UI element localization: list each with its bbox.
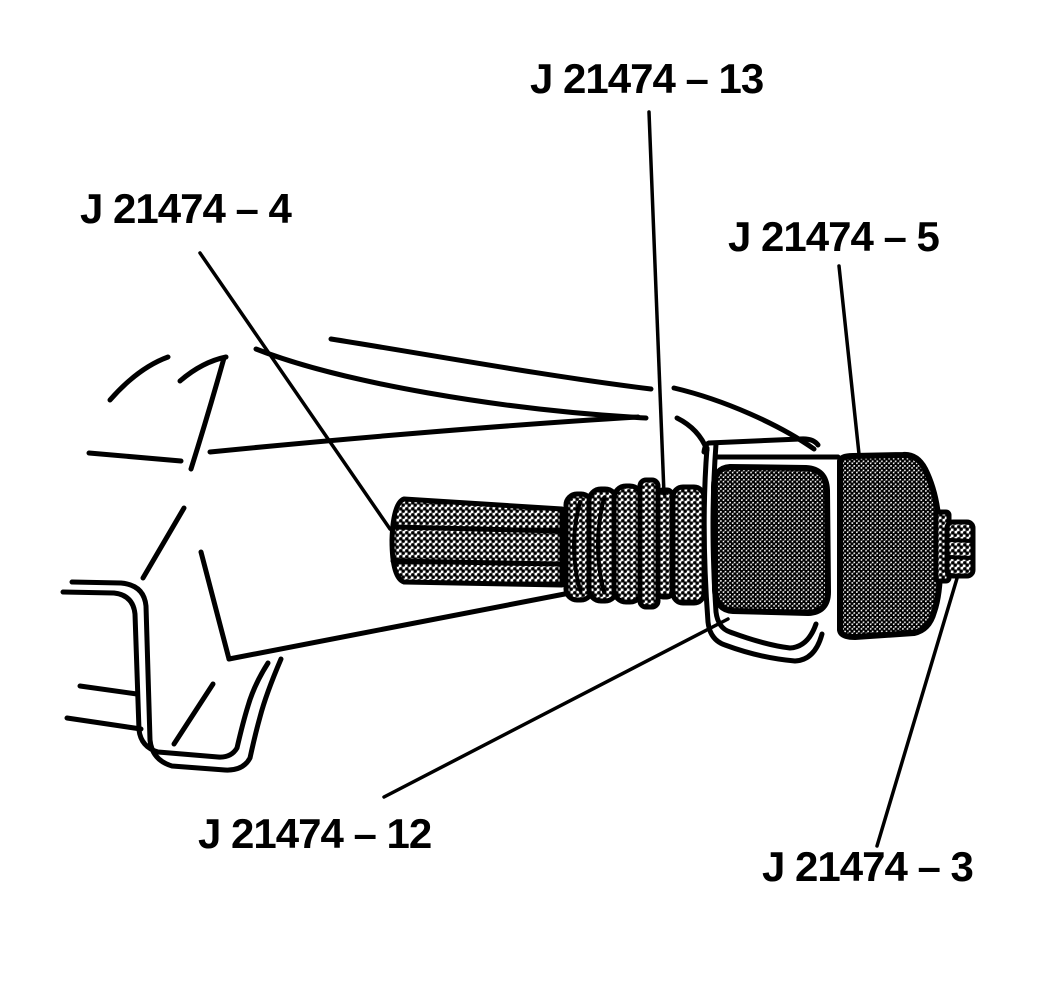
- leader-j21474-5: [837, 264, 861, 456]
- frame-bracket-ear: [701, 436, 841, 664]
- leader-j21474-13: [647, 110, 666, 496]
- label-j21474-13: J 21474 – 13: [530, 55, 764, 102]
- frame-sketch-lines: [86, 336, 817, 662]
- receiver-cup: [837, 451, 944, 640]
- label-j21474-12: J 21474 – 12: [198, 810, 432, 857]
- leader-j21474-3: [875, 573, 960, 848]
- label-j21474-3: J 21474 – 3: [762, 843, 974, 890]
- leader-lines: [198, 110, 960, 848]
- bushing: [711, 464, 831, 616]
- label-j21474-5: J 21474 – 5: [728, 213, 940, 260]
- hex-drive-head: [389, 496, 565, 588]
- ribbed-adapter: [563, 483, 645, 605]
- thin-flat-washer: [637, 477, 661, 610]
- leader-j21474-12: [382, 617, 730, 799]
- lower-frame-channel: [60, 579, 284, 773]
- spacer-washers: [655, 484, 707, 606]
- leader-j21474-4: [198, 251, 392, 531]
- label-j21474-4: J 21474 – 4: [80, 185, 292, 232]
- end-nut: [933, 509, 976, 584]
